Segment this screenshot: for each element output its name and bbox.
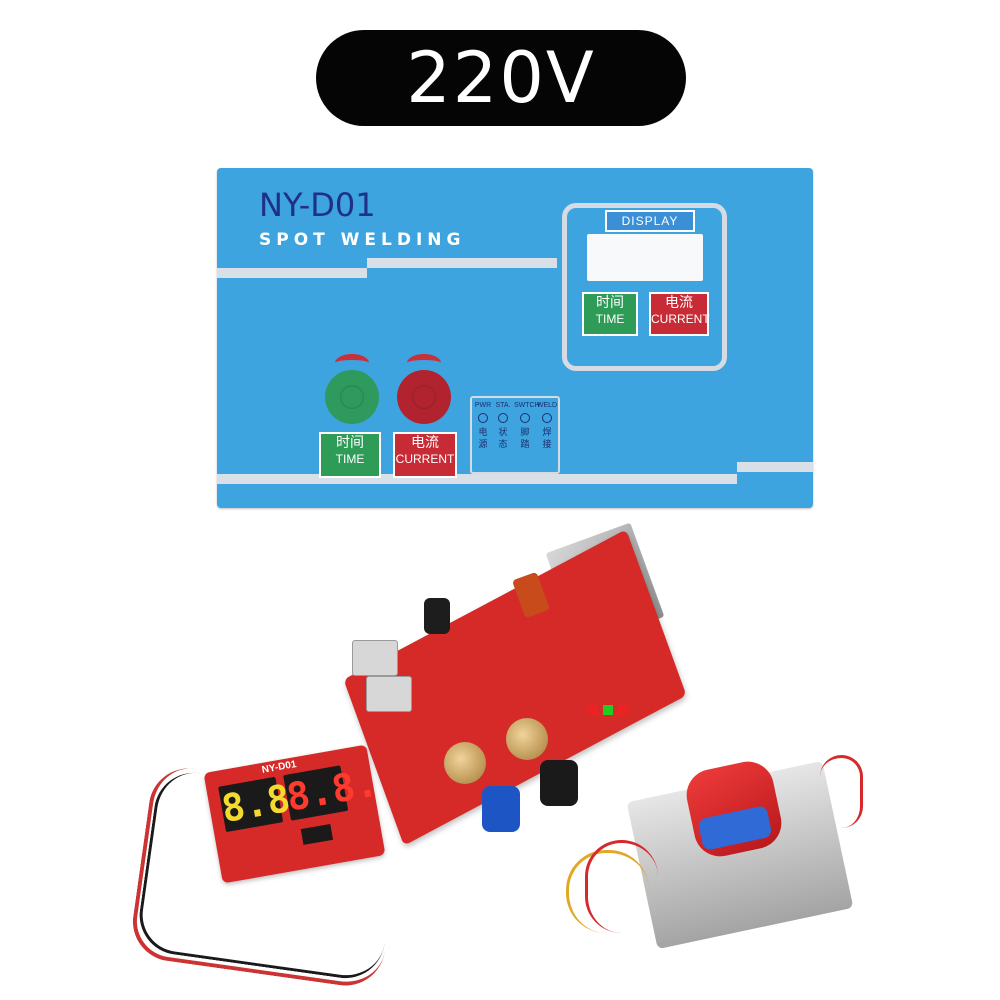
digits-right: 8.8. (283, 760, 382, 820)
decor-stripe (367, 258, 557, 268)
led-weld-cn2: 接 (542, 439, 552, 449)
led-power-title: PWR (474, 402, 492, 409)
time-knob-arc-icon (335, 354, 369, 372)
time-knob-en: TIME (335, 452, 365, 466)
time-knob-cn: 时间 (336, 434, 364, 450)
display-current-en: CURRENT (651, 312, 710, 326)
current-knob[interactable] (397, 370, 451, 424)
led-status-title: STA. (495, 402, 511, 409)
led-status-cn1: 状 (498, 427, 508, 437)
decor-stripe (737, 462, 813, 472)
status-led-group: PWR 电 源 STA. 状 态 SWTCH 脚 踏 WELD 焊 接 (470, 396, 560, 474)
led-power: PWR 电 源 (472, 402, 494, 450)
display-window (587, 234, 703, 281)
time-knob-cap-icon[interactable] (482, 786, 520, 832)
display-frame (562, 203, 727, 371)
indicator-leds-icon (588, 705, 628, 715)
display-current-cn: 电流 (665, 294, 693, 310)
terminal-block-icon (366, 676, 412, 712)
current-knob-en: CURRENT (395, 452, 455, 466)
current-knob-label: 电流 CURRENT (393, 432, 457, 478)
led-weld-cn1: 焊 (542, 427, 552, 437)
current-potentiometer-icon[interactable] (506, 718, 548, 760)
voltage-text: 220V (406, 37, 596, 119)
voltage-badge: 220V (316, 30, 686, 126)
display-time-cn: 时间 (596, 294, 624, 310)
decor-stripe (217, 268, 367, 278)
transformer-lead-icon (820, 755, 863, 828)
current-knob-cap-icon[interactable] (540, 760, 578, 806)
led-status-cn2: 态 (498, 439, 508, 449)
led-weld-title: WELD (536, 402, 558, 409)
current-knob-arc-icon (407, 354, 441, 372)
display-time-en: TIME (595, 312, 625, 326)
display-label: DISPLAY (605, 210, 695, 232)
control-panel-faceplate: NY-D01 SPOT WELDING DISPLAY 时间 TIME 电流 C… (217, 168, 813, 508)
led-status-dot-icon (498, 413, 508, 423)
terminal-block-icon (352, 640, 398, 676)
led-switch-title: SWTCH (514, 402, 540, 409)
decor-stripe (217, 474, 737, 484)
chip-icon (300, 823, 334, 845)
time-knob[interactable] (325, 370, 379, 424)
time-potentiometer-icon[interactable] (444, 742, 486, 784)
model-name: NY-D01 (259, 186, 376, 224)
led-switch-cn1: 脚 (520, 427, 530, 437)
seven-segment-right: 8.8. (283, 760, 381, 821)
led-power-cn1: 电 (478, 427, 488, 437)
led-switch-dot-icon (520, 413, 530, 423)
time-knob-label: 时间 TIME (319, 432, 381, 478)
led-weld-dot-icon (542, 413, 552, 423)
led-switch-cn2: 踏 (520, 439, 530, 449)
led-switch: SWTCH 脚 踏 (514, 402, 540, 450)
led-power-cn2: 源 (478, 439, 488, 449)
display-current-button[interactable]: 电流 CURRENT (649, 292, 710, 336)
led-weld: WELD 焊 接 (536, 402, 558, 450)
capacitor-icon (424, 598, 450, 634)
led-status: STA. 状 态 (492, 402, 514, 450)
display-time-button[interactable]: 时间 TIME (582, 292, 638, 336)
transformer-lead-icon (585, 840, 658, 933)
current-knob-cn: 电流 (411, 434, 439, 450)
panel-subtitle: SPOT WELDING (259, 230, 466, 250)
seven-segment-left: 8.8. (218, 772, 316, 833)
led-power-dot-icon (478, 413, 488, 423)
